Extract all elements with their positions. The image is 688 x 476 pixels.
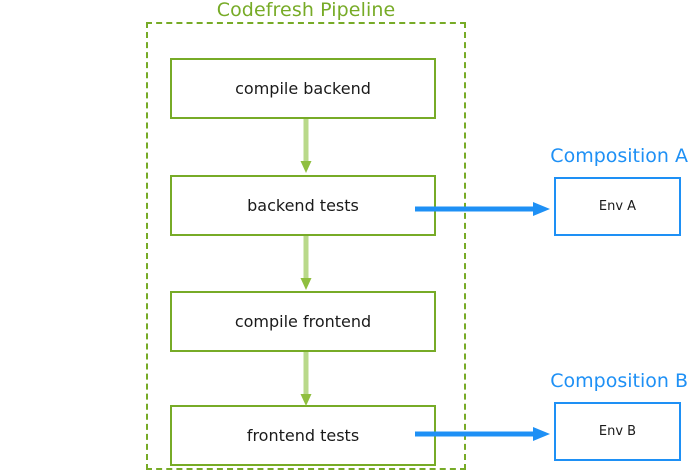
composition-a-title: Composition A	[550, 145, 688, 167]
stage-frontend-tests[interactable]: frontend tests	[170, 405, 436, 466]
stage-backend-tests[interactable]: backend tests	[170, 175, 436, 236]
stage-label: compile backend	[235, 79, 371, 98]
stage-label: frontend tests	[246, 426, 360, 445]
env-b-label: Env B	[598, 424, 637, 439]
stage-compile-frontend[interactable]: compile frontend	[170, 291, 436, 352]
flow-arrow-right-icon-a	[415, 200, 551, 218]
pipeline-title: Codefresh Pipeline	[216, 0, 396, 21]
env-a-label: Env A	[598, 199, 637, 214]
connector-arrow-down-icon-1	[299, 119, 313, 174]
stage-compile-backend[interactable]: compile backend	[170, 58, 436, 119]
stage-label: backend tests	[247, 196, 359, 215]
pipeline-container	[146, 22, 466, 470]
stage-label: compile frontend	[234, 312, 372, 331]
composition-b-title: Composition B	[550, 370, 688, 392]
env-a-box[interactable]: Env A	[554, 177, 681, 236]
connector-arrow-down-icon-2	[299, 236, 313, 291]
connector-arrow-down-icon-3	[299, 352, 313, 407]
env-b-box[interactable]: Env B	[554, 402, 681, 461]
flow-arrow-right-icon-b	[415, 425, 551, 443]
